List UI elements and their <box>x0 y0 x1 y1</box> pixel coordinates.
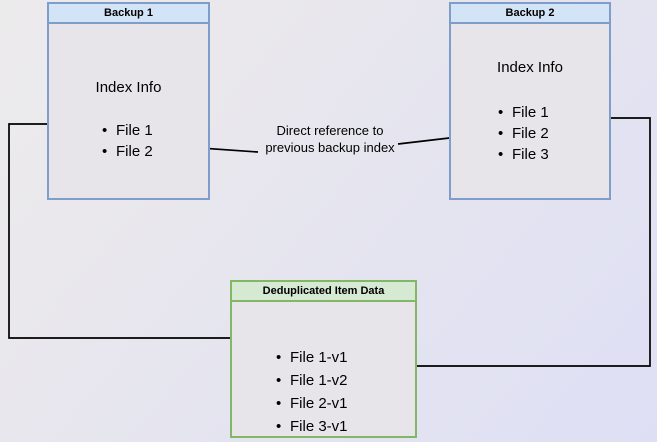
backup2-header: Backup 2 <box>451 4 609 24</box>
backup2-box[interactable]: Backup 2 Index Info File 1 File 2 File 3 <box>449 2 611 200</box>
backup1-box[interactable]: Backup 1 Index Info File 1 File 2 <box>47 2 210 200</box>
list-item: File 3 <box>498 144 549 165</box>
backup1-file-list: File 1 File 2 <box>102 120 153 162</box>
list-item: File 1-v1 <box>276 346 348 369</box>
dedup-file-list: File 1-v1 File 1-v2 File 2-v1 File 3-v1 <box>276 346 348 438</box>
backup2-file-list: File 1 File 2 File 3 <box>498 102 549 165</box>
backup1-body: Index Info File 1 File 2 <box>49 24 208 198</box>
list-item: File 3-v1 <box>276 415 348 438</box>
dedup-header: Deduplicated Item Data <box>232 282 415 302</box>
list-item: File 1-v2 <box>276 369 348 392</box>
list-item: File 2-v1 <box>276 392 348 415</box>
list-item: File 2 <box>102 141 153 162</box>
backup2-index-info-label: Index Info <box>497 59 563 76</box>
dedup-body: File 1-v1 File 1-v2 File 2-v1 File 3-v1 <box>232 302 415 438</box>
backup2-body: Index Info File 1 File 2 File 3 <box>451 24 609 198</box>
backup1-header: Backup 1 <box>49 4 208 24</box>
list-item: File 1 <box>102 120 153 141</box>
connector-center-label: Direct reference to previous backup inde… <box>265 123 395 155</box>
deduplicated-item-data-box[interactable]: Deduplicated Item Data File 1-v1 File 1-… <box>230 280 417 438</box>
list-item: File 2 <box>498 123 549 144</box>
backup1-index-info-label: Index Info <box>95 79 162 96</box>
connector-backup2-path <box>376 117 651 367</box>
list-item: File 1 <box>498 102 549 123</box>
